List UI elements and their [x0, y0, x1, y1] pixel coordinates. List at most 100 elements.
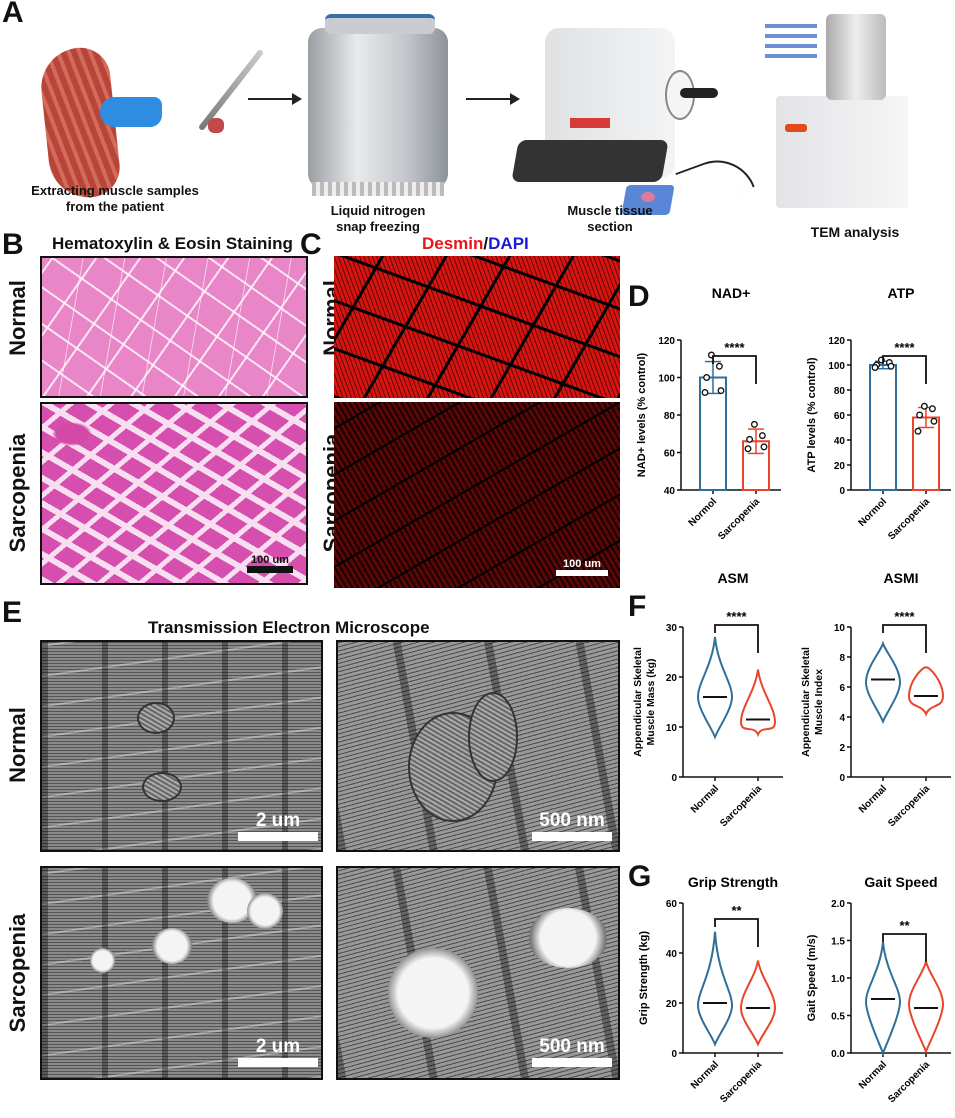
y-tick-label: 80	[664, 411, 676, 422]
panel-label-f: F	[628, 590, 647, 623]
vacuole	[247, 893, 283, 929]
y-tick-label: 40	[834, 436, 846, 447]
data-point	[715, 362, 723, 370]
violin-sarcopenia	[739, 669, 777, 738]
data-point	[703, 374, 711, 381]
data-point	[760, 443, 768, 451]
row-label-normal: Normal	[5, 707, 30, 783]
y-tick-label: 2.0	[831, 899, 845, 910]
y-tick-label: 20	[666, 673, 678, 684]
scale-bar-label: 2 um	[255, 1036, 301, 1057]
row-label-normal: Normal	[5, 280, 30, 356]
tem-normal-low-mag: 2 um	[40, 640, 323, 852]
y-axis-label-line: Muscle Mass (kg)	[645, 659, 657, 746]
y-tick-label: 0.0	[831, 1049, 845, 1060]
data-point	[871, 364, 879, 371]
tem-sarcopenia-high-mag: 500 nm	[336, 866, 620, 1080]
y-axis-label: Appendicular SkeletalMuscle Index	[800, 647, 825, 757]
significance-stars: ****	[724, 340, 745, 355]
he-normal-image	[40, 256, 308, 398]
significance-bracket	[714, 624, 759, 653]
bar-sarcopenia	[912, 416, 940, 491]
significance-bracket	[714, 918, 759, 947]
scale-bar-label: 100 um	[251, 554, 289, 566]
data-point	[920, 402, 928, 410]
arrow-head	[292, 93, 302, 105]
y-tick-label: 0	[839, 486, 845, 497]
tank-base	[312, 182, 444, 196]
y-axis-label-line: Muscle Index	[813, 669, 825, 735]
y-tick-label: 100	[658, 374, 675, 385]
significance-bracket	[882, 933, 927, 962]
title-separator: /	[483, 234, 489, 253]
tem-control-panel	[785, 124, 807, 132]
y-tick-label: 20	[666, 999, 678, 1010]
vacuole	[388, 948, 478, 1038]
curved-arrow-icon	[675, 149, 755, 211]
y-tick-label: 0	[671, 1049, 677, 1060]
x-tick-label: Normol	[857, 496, 890, 529]
data-point	[916, 411, 924, 419]
panel-label-g: G	[628, 860, 652, 893]
mitochondrion	[137, 702, 175, 734]
violin-normal	[696, 931, 734, 1047]
scale-bar-label: 500 nm	[539, 810, 605, 831]
tem-microscope-illustration	[776, 96, 908, 208]
y-axis-label-line: Appendicular Skeletal	[800, 647, 812, 757]
microtome-handle	[680, 88, 718, 98]
data-point	[701, 389, 709, 396]
tem-grid-slides	[765, 18, 817, 58]
vacuole	[528, 908, 608, 968]
tem-normal-high-mag: 500 nm	[336, 640, 620, 852]
step-caption-extract: Extracting muscle samples from the patie…	[31, 183, 199, 214]
x-tick-label: Normal	[857, 1059, 889, 1091]
significance-bracket	[712, 355, 757, 384]
y-axis-label: NAD+ levels (% control)	[636, 352, 648, 477]
tissue-on-slide	[641, 192, 655, 202]
x-tick-label: Normol	[687, 496, 720, 529]
y-tick-label: 0.5	[831, 1012, 845, 1023]
y-tick-label: 1.5	[831, 937, 845, 948]
data-point	[887, 362, 895, 370]
panel-label-e: E	[2, 596, 23, 629]
y-tick-label: 6	[839, 683, 845, 694]
violin-normal	[864, 941, 902, 1056]
significance-stars: ****	[726, 609, 747, 624]
scale-bar: 500 nm	[532, 1036, 612, 1067]
bar-normol	[869, 364, 897, 491]
scale-bar: 100 um	[556, 558, 608, 576]
he-sarcopenia-image: 100 um	[40, 402, 308, 585]
y-tick-label: 0	[839, 773, 845, 784]
x-tick-label: Sarcopenia	[716, 496, 762, 542]
y-tick-label: 8	[839, 653, 845, 664]
tank-lid	[325, 14, 435, 34]
y-tick-label: 60	[666, 899, 678, 910]
gloved-hand-icon	[100, 97, 162, 127]
x-tick-label: Sarcopenia	[718, 1059, 764, 1105]
y-tick-label: 10	[666, 723, 678, 734]
chart-nad-: NAD+NAD+ levels (% control)406080100120N…	[636, 285, 781, 542]
y-axis-label: Gait Speed (m/s)	[806, 934, 818, 1021]
scale-bar: 500 nm	[532, 810, 612, 841]
y-tick-label: 120	[658, 336, 675, 347]
violin-sarcopenia	[907, 961, 945, 1055]
data-point	[750, 420, 758, 428]
chart-title: ATP	[888, 285, 915, 301]
row-label-sarcopenia: Sarcopenia	[5, 433, 30, 553]
liquid-nitrogen-tank	[308, 28, 448, 188]
x-tick-label: Sarcopenia	[886, 496, 932, 542]
significance-stars: **	[731, 903, 742, 918]
y-tick-label: 40	[666, 949, 678, 960]
data-point	[928, 405, 936, 413]
row-label-sarcopenia: Sarcopenia	[5, 913, 30, 1033]
step-caption-tem: TEM analysis	[810, 224, 900, 240]
significance-bracket	[882, 355, 927, 384]
y-axis-label-line: Appendicular Skeletal	[632, 647, 644, 757]
data-point	[744, 445, 752, 453]
arrow-icon	[466, 98, 514, 100]
scale-bar: 100 um	[247, 554, 293, 573]
y-tick-label: 60	[834, 411, 846, 422]
